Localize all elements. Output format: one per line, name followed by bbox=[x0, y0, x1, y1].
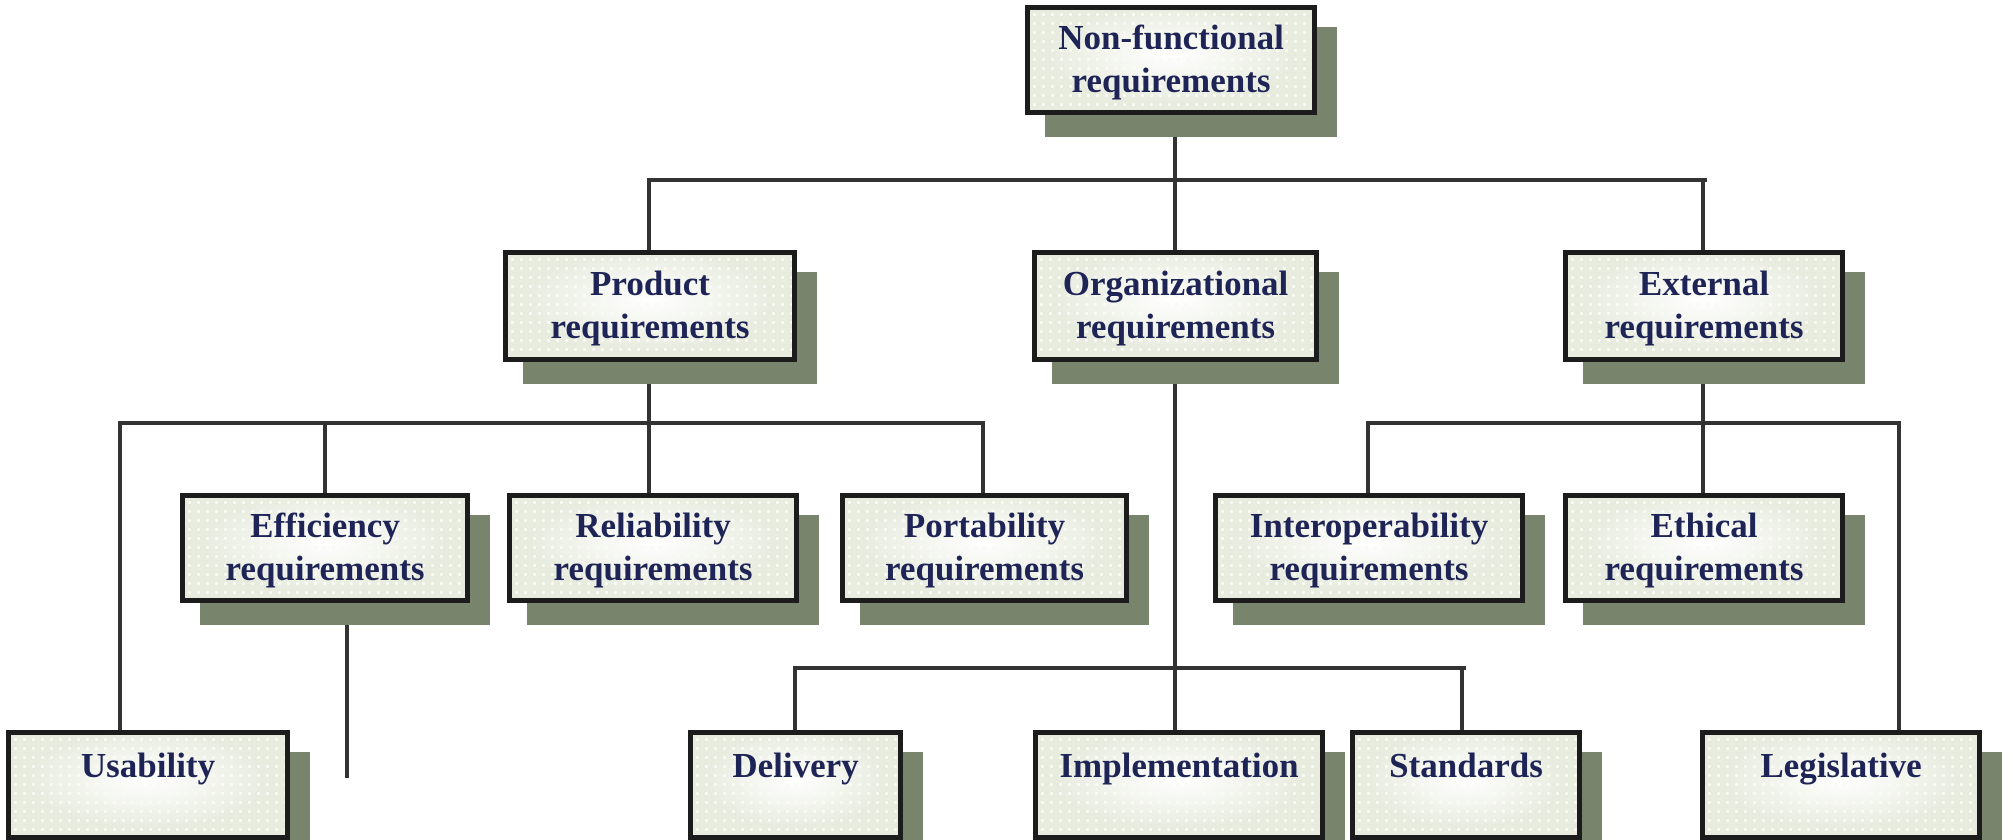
connector-drop-delivery bbox=[793, 666, 797, 732]
node-external-requirements: External requirements bbox=[1563, 250, 1845, 362]
connector-drop-usability bbox=[118, 421, 122, 732]
connector-drop-legislative bbox=[1897, 421, 1901, 732]
node-usability: Usability bbox=[6, 730, 290, 840]
connector-drop-portability bbox=[981, 421, 985, 495]
node-ethical-requirements: Ethical requirements bbox=[1563, 493, 1845, 603]
connector-drop-interoperability bbox=[1366, 421, 1370, 495]
connector-efficiency-children-stem bbox=[345, 601, 349, 778]
node-portability-requirements: Portability requirements bbox=[840, 493, 1129, 603]
node-organizational-requirements: Organizational requirements bbox=[1032, 250, 1319, 362]
node-efficiency-requirements: Efficiency requirements bbox=[180, 493, 470, 603]
connector-drop-external bbox=[1701, 178, 1705, 252]
node-reliability-requirements: Reliability requirements bbox=[507, 493, 799, 603]
connector-drop-product bbox=[647, 178, 651, 252]
node-interoperability-requirements: Interoperability requirements bbox=[1213, 493, 1525, 603]
connector-organizational-stem bbox=[1173, 360, 1177, 732]
node-delivery: Delivery bbox=[688, 730, 903, 840]
connector-root-stem bbox=[1173, 113, 1177, 180]
connector-external-stem bbox=[1701, 360, 1705, 495]
node-legislative: Legislative bbox=[1700, 730, 1982, 840]
connector-drop-standards bbox=[1460, 666, 1464, 732]
connector-level1-rail bbox=[647, 178, 1707, 182]
connector-product-stem bbox=[647, 360, 651, 495]
node-implementation: Implementation bbox=[1033, 730, 1325, 840]
connector-drop-organizational bbox=[1173, 178, 1177, 252]
connector-drop-efficiency bbox=[323, 421, 327, 495]
connector-external-children-rail bbox=[1366, 421, 1901, 425]
node-product-requirements: Product requirements bbox=[503, 250, 797, 362]
node-standards: Standards bbox=[1350, 730, 1582, 840]
connector-organizational-children-rail bbox=[793, 666, 1466, 670]
connector-product-children-rail bbox=[118, 421, 985, 425]
node-non-functional-requirements: Non-functional requirements bbox=[1025, 5, 1317, 115]
